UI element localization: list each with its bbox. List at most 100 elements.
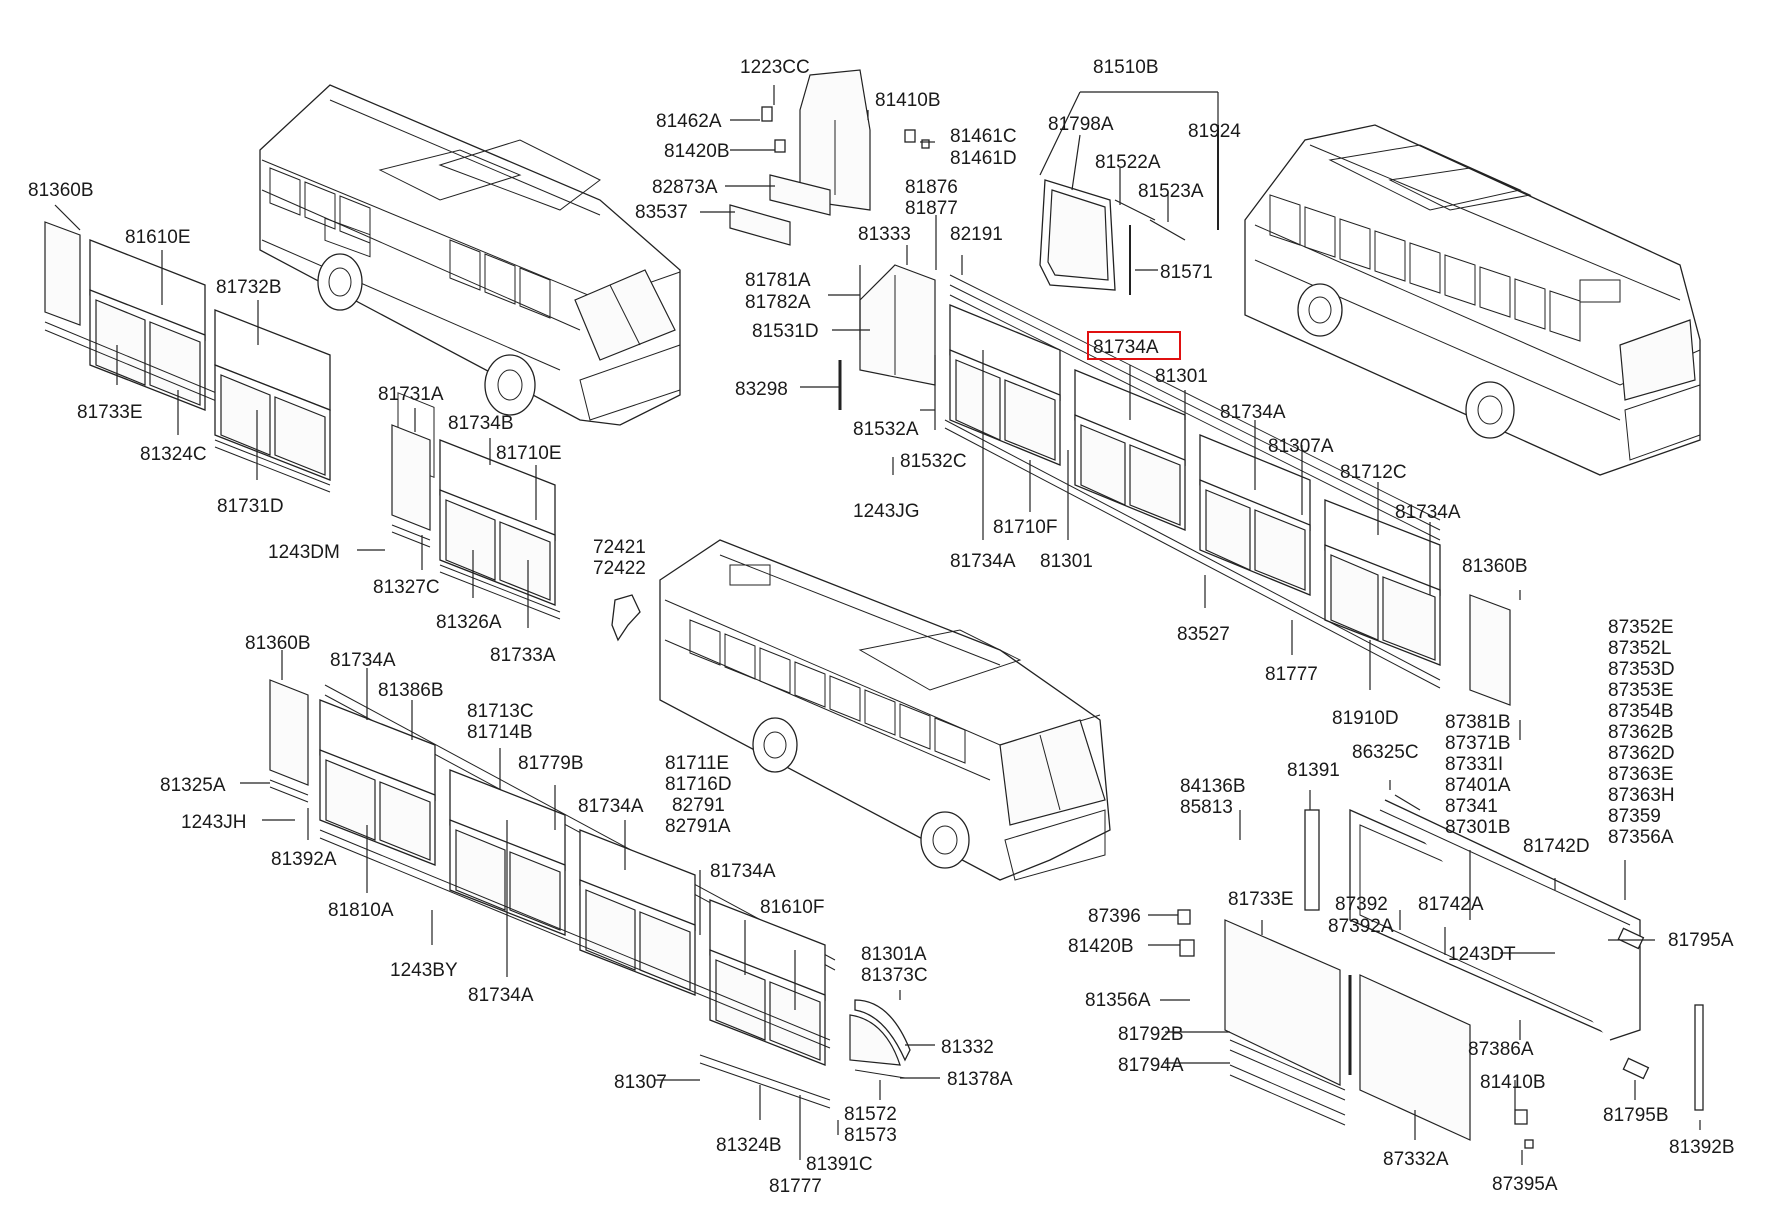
part-label: 81810A (328, 900, 394, 921)
part-label: 81734A (1395, 502, 1461, 523)
part-label: 87352E (1608, 617, 1674, 638)
part-label: 81356A (1085, 990, 1151, 1011)
part-label: 1243JH (181, 812, 247, 833)
part-label: 87371B (1445, 733, 1511, 754)
part-label: 81360B (28, 180, 94, 201)
part-label: 81877 (905, 198, 958, 219)
part-label: 81510B (1093, 57, 1159, 78)
part-label: 87354B (1608, 701, 1674, 722)
part-label: 81742D (1523, 836, 1590, 857)
driver-window-81510B (1039, 125, 1219, 295)
part-label: 81732B (216, 277, 282, 298)
part-label: 81610F (760, 897, 824, 918)
part-label: 81734B (448, 413, 514, 434)
part-label: 81391 (1287, 760, 1340, 781)
part-label: 82191 (950, 224, 1003, 245)
part-label: 81795A (1668, 930, 1734, 951)
part-label: 81410B (875, 90, 941, 111)
part-labels: 1223CC 81462A 81420B 81410B 81461C 81461… (28, 57, 1735, 1197)
part-label: 87395A (1492, 1174, 1558, 1195)
part-label: 81532A (853, 419, 919, 440)
part-label: 81792B (1118, 1024, 1184, 1045)
part-label: 81610E (125, 227, 191, 248)
part-label: 81461D (950, 148, 1017, 169)
part-label: 81332 (941, 1037, 994, 1058)
part-label: 87356A (1608, 827, 1674, 848)
part-label: 81462A (656, 111, 722, 132)
part-label: 81781A (745, 270, 811, 291)
part-label: 72421 (593, 537, 646, 558)
part-label: 81420B (664, 141, 730, 162)
part-label: 81742A (1418, 894, 1484, 915)
part-label: 81392A (271, 849, 337, 870)
part-label: 81711E (665, 753, 729, 774)
part-label: 81713C (467, 701, 534, 722)
part-label: 81324C (140, 444, 207, 465)
part-label: 81327C (373, 577, 440, 598)
part-label: 81386B (378, 680, 444, 701)
part-label: 81795B (1603, 1105, 1669, 1126)
part-label: 87353D (1608, 659, 1675, 680)
bracket-72421 (611, 594, 641, 642)
part-label: 87381B (1445, 712, 1511, 733)
part-label: 81910D (1332, 708, 1399, 729)
part-label: 81571 (1160, 262, 1213, 283)
part-label: 81360B (1462, 556, 1528, 577)
part-label: 81523A (1138, 181, 1204, 202)
part-label: 87352L (1608, 638, 1671, 659)
part-label: 87401A (1445, 775, 1511, 796)
part-label: 84136B (1180, 776, 1246, 797)
part-label: 81572 (844, 1104, 897, 1125)
part-label: 81378A (947, 1069, 1013, 1090)
part-label: 1243DT (1448, 944, 1516, 965)
part-label: 81712C (1340, 462, 1407, 483)
part-label: 81779B (518, 753, 584, 774)
part-label: 81924 (1188, 121, 1241, 142)
part-label: 81710E (496, 443, 562, 464)
part-label: 81392B (1669, 1137, 1735, 1158)
corner-glass-81301A (849, 999, 911, 1079)
part-label: 81734A (710, 861, 776, 882)
part-label: 87392A (1328, 916, 1394, 937)
part-label: 81734A (468, 985, 534, 1006)
part-label: 81777 (1265, 664, 1318, 685)
part-label: 81360B (245, 633, 311, 654)
part-label: 81777 (769, 1176, 822, 1197)
part-label-highlighted: 81734A (1093, 337, 1159, 358)
left-side-window-panels (44, 221, 331, 493)
part-label: 81734A (578, 796, 644, 817)
part-label: 81733A (490, 645, 556, 666)
part-label: 81716D (665, 774, 732, 795)
part-label: 81307 (614, 1072, 667, 1093)
bottom-left-window-panels (269, 679, 836, 1109)
part-label: 87363E (1608, 764, 1674, 785)
part-label: 87386A (1468, 1039, 1534, 1060)
bus-illustration-top-left (259, 84, 681, 479)
leader-lines (54, 85, 1701, 1165)
part-label: 81324B (716, 1135, 782, 1156)
part-label: 83298 (735, 379, 788, 400)
part-label: 87341 (1445, 796, 1498, 817)
part-label: 82791A (665, 816, 731, 837)
part-label: 87353E (1608, 680, 1674, 701)
front-door-windows (729, 69, 930, 246)
part-label: 87362B (1608, 722, 1674, 743)
part-label: 81734A (950, 551, 1016, 572)
right-side-window-panels (944, 274, 1511, 706)
bus-illustration-top-right (1244, 124, 1701, 476)
part-label: 81326A (436, 612, 502, 633)
part-label: 81333 (858, 224, 911, 245)
rear-window-assembly (1177, 799, 1704, 1149)
part-label: 81325A (160, 775, 226, 796)
part-label: 81734A (1220, 402, 1286, 423)
part-label: 86325C (1352, 742, 1419, 763)
middle-left-window-panels (391, 424, 561, 620)
part-label: 81731D (217, 496, 284, 517)
part-label: 81301A (861, 944, 927, 965)
part-label: 1223CC (740, 57, 810, 78)
part-label: 81391C (806, 1154, 873, 1175)
part-label: 81531D (752, 321, 819, 342)
part-label: 81420B (1068, 936, 1134, 957)
part-label: 83537 (635, 202, 688, 223)
part-label: 81733E (77, 402, 143, 423)
